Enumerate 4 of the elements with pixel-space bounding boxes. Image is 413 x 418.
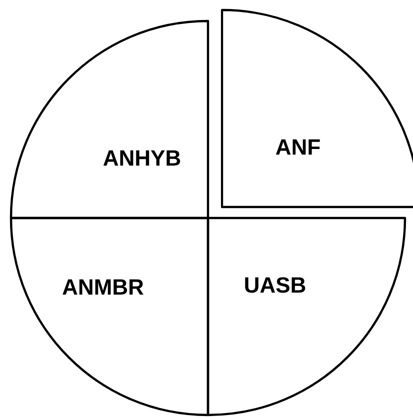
pie-sector: ANF [220, 8, 413, 208]
pie-sector: ANHYB [10, 20, 210, 220]
pie-sector: UASB [206, 216, 406, 416]
pie-sector: ANMBR [10, 216, 210, 416]
